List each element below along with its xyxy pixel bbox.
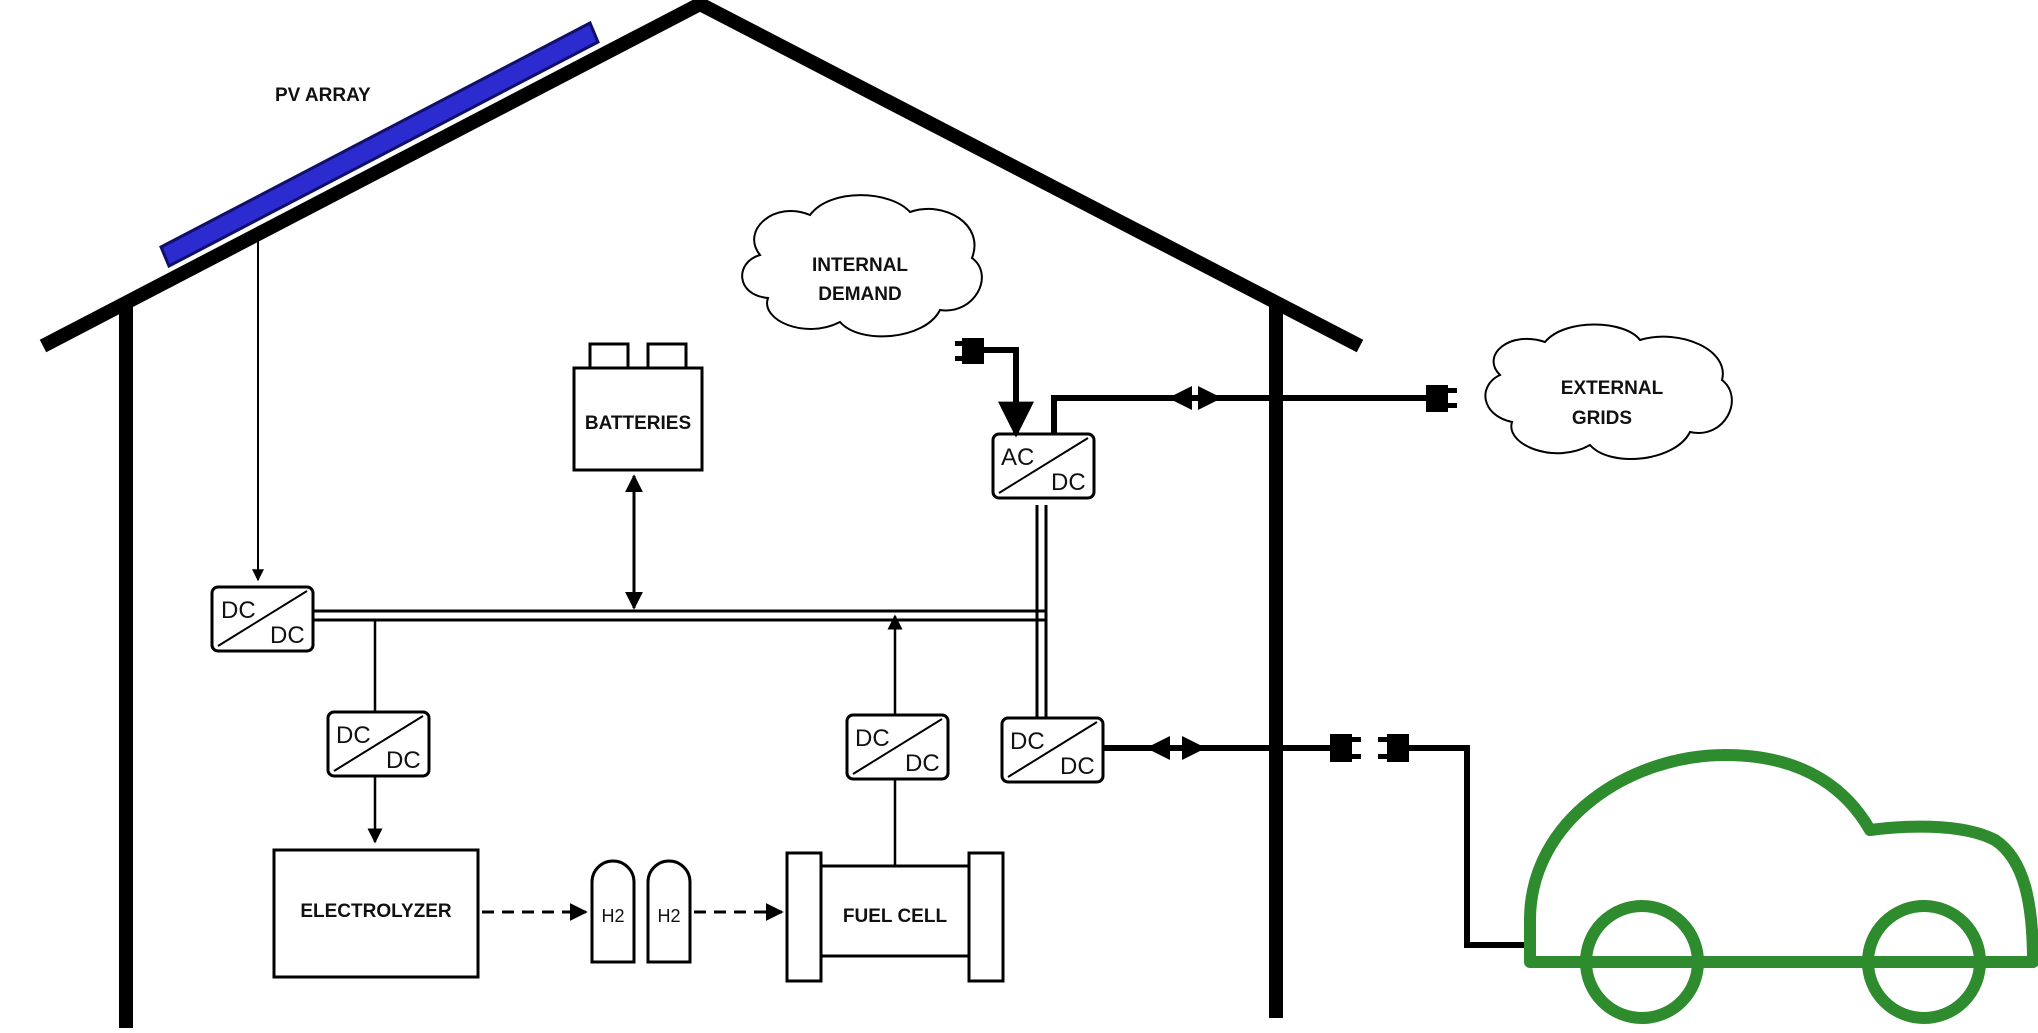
external-grid-plug-icon	[1426, 385, 1457, 412]
dc-bus	[313, 505, 1048, 718]
external-grids-cloud: EXTERNAL GRIDS	[1484, 323, 1733, 461]
svg-text:INTERNAL: INTERNAL	[812, 255, 908, 276]
svg-text:DC: DC	[336, 722, 371, 749]
dc-dc-converter-fuel-cell: DC DC	[845, 713, 950, 781]
internal-demand-cloud: INTERNAL DEMAND	[741, 194, 983, 338]
svg-text:GRIDS: GRIDS	[1572, 408, 1632, 429]
ac-dc-inverter: AC DC	[991, 432, 1096, 500]
svg-text:DC: DC	[855, 725, 890, 752]
vehicle-socket-icon	[1330, 734, 1361, 762]
car-rear-wheel	[1862, 900, 1986, 1024]
grid-link-arrow-left	[1168, 386, 1192, 410]
vehicle-link-arrow-left	[1146, 736, 1170, 760]
svg-text:EXTERNAL: EXTERNAL	[1561, 378, 1664, 399]
fuel-cell-label: FUEL CELL	[843, 906, 948, 927]
svg-text:DC: DC	[270, 622, 305, 649]
svg-text:DC: DC	[905, 750, 940, 777]
svg-text:H2: H2	[601, 906, 624, 926]
grid-link-arrow-right	[1198, 386, 1222, 410]
roof	[39, 0, 1364, 353]
batteries-label: BATTERIES	[585, 413, 691, 434]
vehicle-link-arrow-right	[1182, 736, 1206, 760]
batteries: BATTERIES	[572, 342, 704, 472]
svg-text:DC: DC	[1060, 753, 1095, 780]
dc-dc-converter-vehicle: DC DC	[1000, 716, 1105, 784]
inverter-to-internal-demand-line	[982, 347, 1034, 438]
house-outline	[39, 0, 1364, 1028]
dc-dc-converter-electrolyzer: DC DC	[326, 710, 431, 778]
charging-cable	[1409, 745, 1527, 948]
battery-terminal-right	[646, 342, 688, 370]
pv-array-label: PV ARRAY	[275, 85, 371, 106]
internal-demand-plug-icon	[955, 338, 984, 364]
svg-text:DEMAND: DEMAND	[818, 284, 901, 305]
svg-text:DC: DC	[1051, 469, 1086, 496]
inverter-to-external-grid-line	[1051, 395, 1432, 434]
electrolyzer-label: ELECTROLYZER	[300, 901, 452, 922]
svg-text:DC: DC	[386, 747, 421, 774]
fuel-cell: FUEL CELL	[785, 851, 1005, 983]
svg-text:DC: DC	[221, 597, 256, 624]
pv-panel	[159, 20, 600, 269]
electrolyzer	[272, 848, 480, 979]
dc-dc-converter-pv: DC DC	[210, 585, 315, 653]
car-front-wheel	[1580, 900, 1704, 1024]
h2-tank-1: H2	[590, 859, 636, 964]
h2-tank-2: H2	[646, 859, 692, 964]
svg-text:H2: H2	[657, 906, 680, 926]
svg-text:DC: DC	[1010, 728, 1045, 755]
car-body	[1524, 749, 2038, 968]
svg-text:AC: AC	[1001, 444, 1034, 471]
electric-vehicle	[1524, 749, 2038, 1024]
battery-body	[572, 366, 704, 472]
battery-terminal-left	[588, 342, 630, 370]
vehicle-plug-icon	[1378, 734, 1409, 762]
